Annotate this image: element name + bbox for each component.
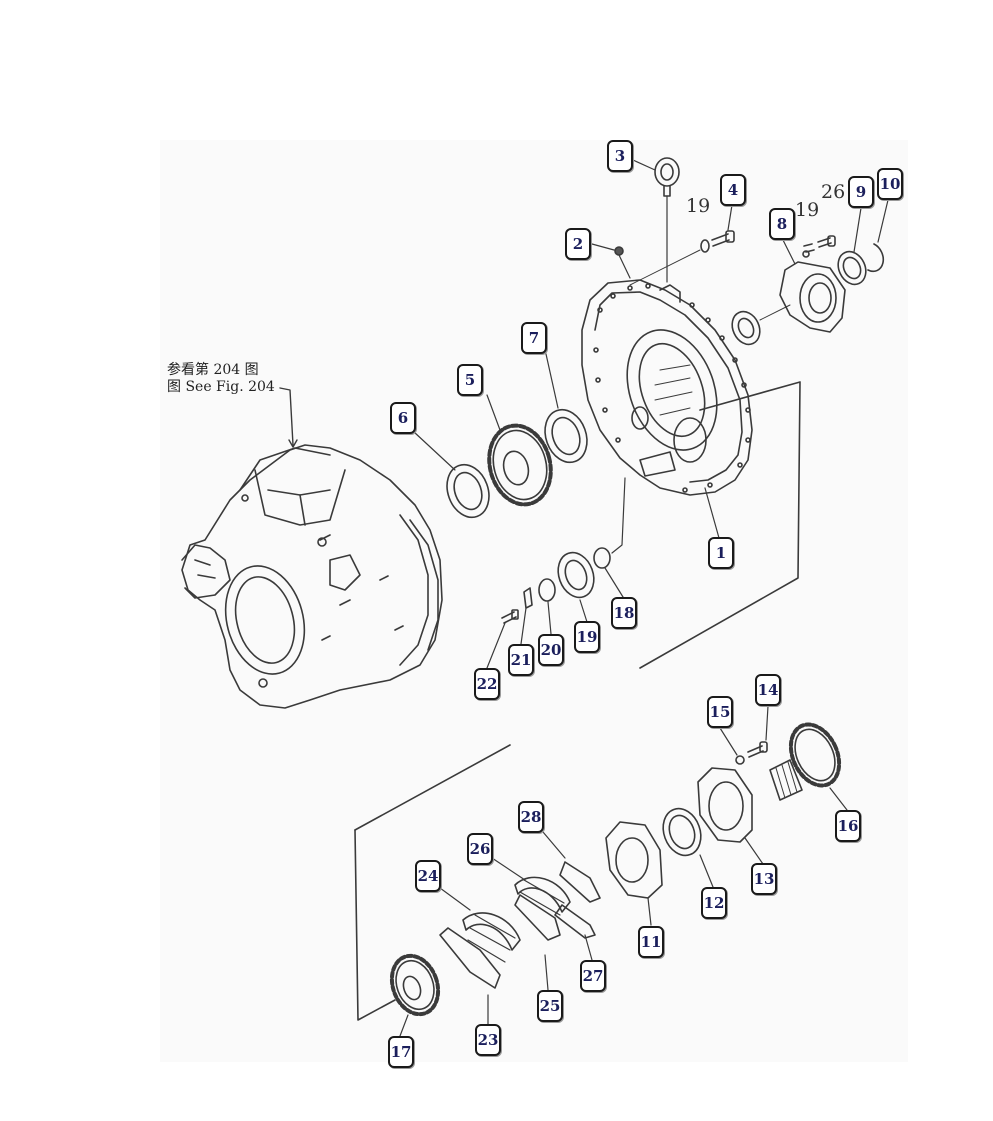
callout-21: 21 xyxy=(508,644,534,676)
transmission-housing xyxy=(181,444,443,709)
reference-note-line2: 图 See Fig. 204 xyxy=(167,379,275,395)
callout-18: 18 xyxy=(611,597,637,629)
callout-2: 2 xyxy=(565,228,591,260)
cover-housing xyxy=(581,279,753,496)
callout-9: 9 xyxy=(848,176,874,208)
bearing-retainer xyxy=(779,235,846,333)
plain-label-26: 26 xyxy=(821,181,846,203)
eye-bolt xyxy=(654,157,680,283)
callout-11: 11 xyxy=(638,926,664,958)
reference-note-line1: 参看第 204 图 xyxy=(167,362,259,378)
callout-1: 1 xyxy=(708,537,734,569)
callout-20: 20 xyxy=(538,634,564,666)
callout-8: 8 xyxy=(769,208,795,240)
drive-gear xyxy=(487,423,553,507)
callout-25: 25 xyxy=(537,990,563,1022)
callout-19: 19 xyxy=(574,621,600,653)
callout-10: 10 xyxy=(877,168,903,200)
callout-28: 28 xyxy=(518,801,544,833)
callout-12: 12 xyxy=(701,887,727,919)
callout-4: 4 xyxy=(720,174,746,206)
plain-label-19-upper: 19 xyxy=(686,195,711,217)
callout-27: 27 xyxy=(580,960,606,992)
callout-14: 14 xyxy=(755,674,781,706)
callout-6: 6 xyxy=(390,402,416,434)
callout-5: 5 xyxy=(457,364,483,396)
callout-13: 13 xyxy=(751,863,777,895)
reference-note: 参看第 204 图 图 See Fig. 204 xyxy=(167,362,275,396)
callout-15: 15 xyxy=(707,696,733,728)
clutch-pack xyxy=(439,861,601,989)
plain-label-19-right: 19 xyxy=(795,199,820,221)
callout-23: 23 xyxy=(475,1024,501,1056)
callout-22: 22 xyxy=(474,668,500,700)
callout-26: 26 xyxy=(467,833,493,865)
callout-17: 17 xyxy=(388,1036,414,1068)
callout-7: 7 xyxy=(521,322,547,354)
pinion-shaft xyxy=(769,722,842,801)
callout-3: 3 xyxy=(607,140,633,172)
callout-24: 24 xyxy=(415,860,441,892)
callout-16: 16 xyxy=(835,810,861,842)
